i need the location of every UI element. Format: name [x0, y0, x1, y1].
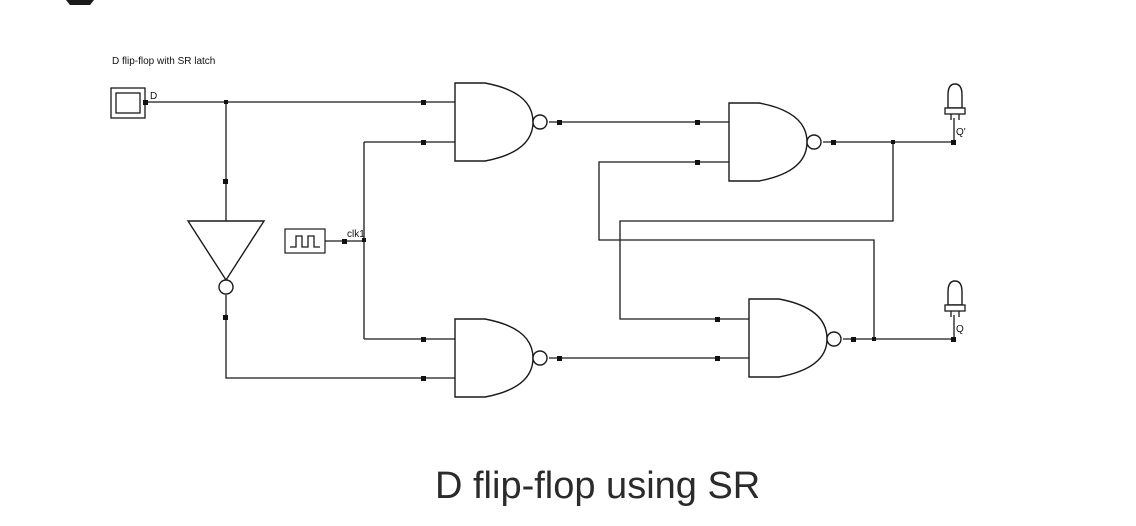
led-probe-icon [944, 280, 966, 317]
wire-feedback-qbar [619, 142, 894, 320]
nand-gate-3 [728, 102, 822, 182]
nand-gate-2 [454, 318, 548, 398]
led-probe-icon [944, 83, 966, 120]
not-gate [186, 220, 266, 295]
diagram-title: D flip-flop with SR latch [112, 56, 215, 67]
nand-gate-1 [454, 82, 548, 162]
d-input-label: D [150, 91, 157, 102]
clock-source-icon[interactable] [284, 228, 326, 254]
figure-caption: D flip-flop using SR [435, 465, 760, 507]
cropped-edge-mark [66, 0, 94, 5]
clock-label: clk1 [347, 229, 365, 240]
wire-feedback-q [598, 161, 875, 339]
d-input-switch-icon[interactable] [110, 87, 146, 119]
q-output-label: Q [956, 324, 964, 335]
wire-inverter-to-nand2 [225, 295, 455, 379]
q-bar-output-label: Q' [956, 127, 966, 138]
nand-gate-4 [748, 298, 842, 378]
connection-dots [143, 100, 956, 381]
